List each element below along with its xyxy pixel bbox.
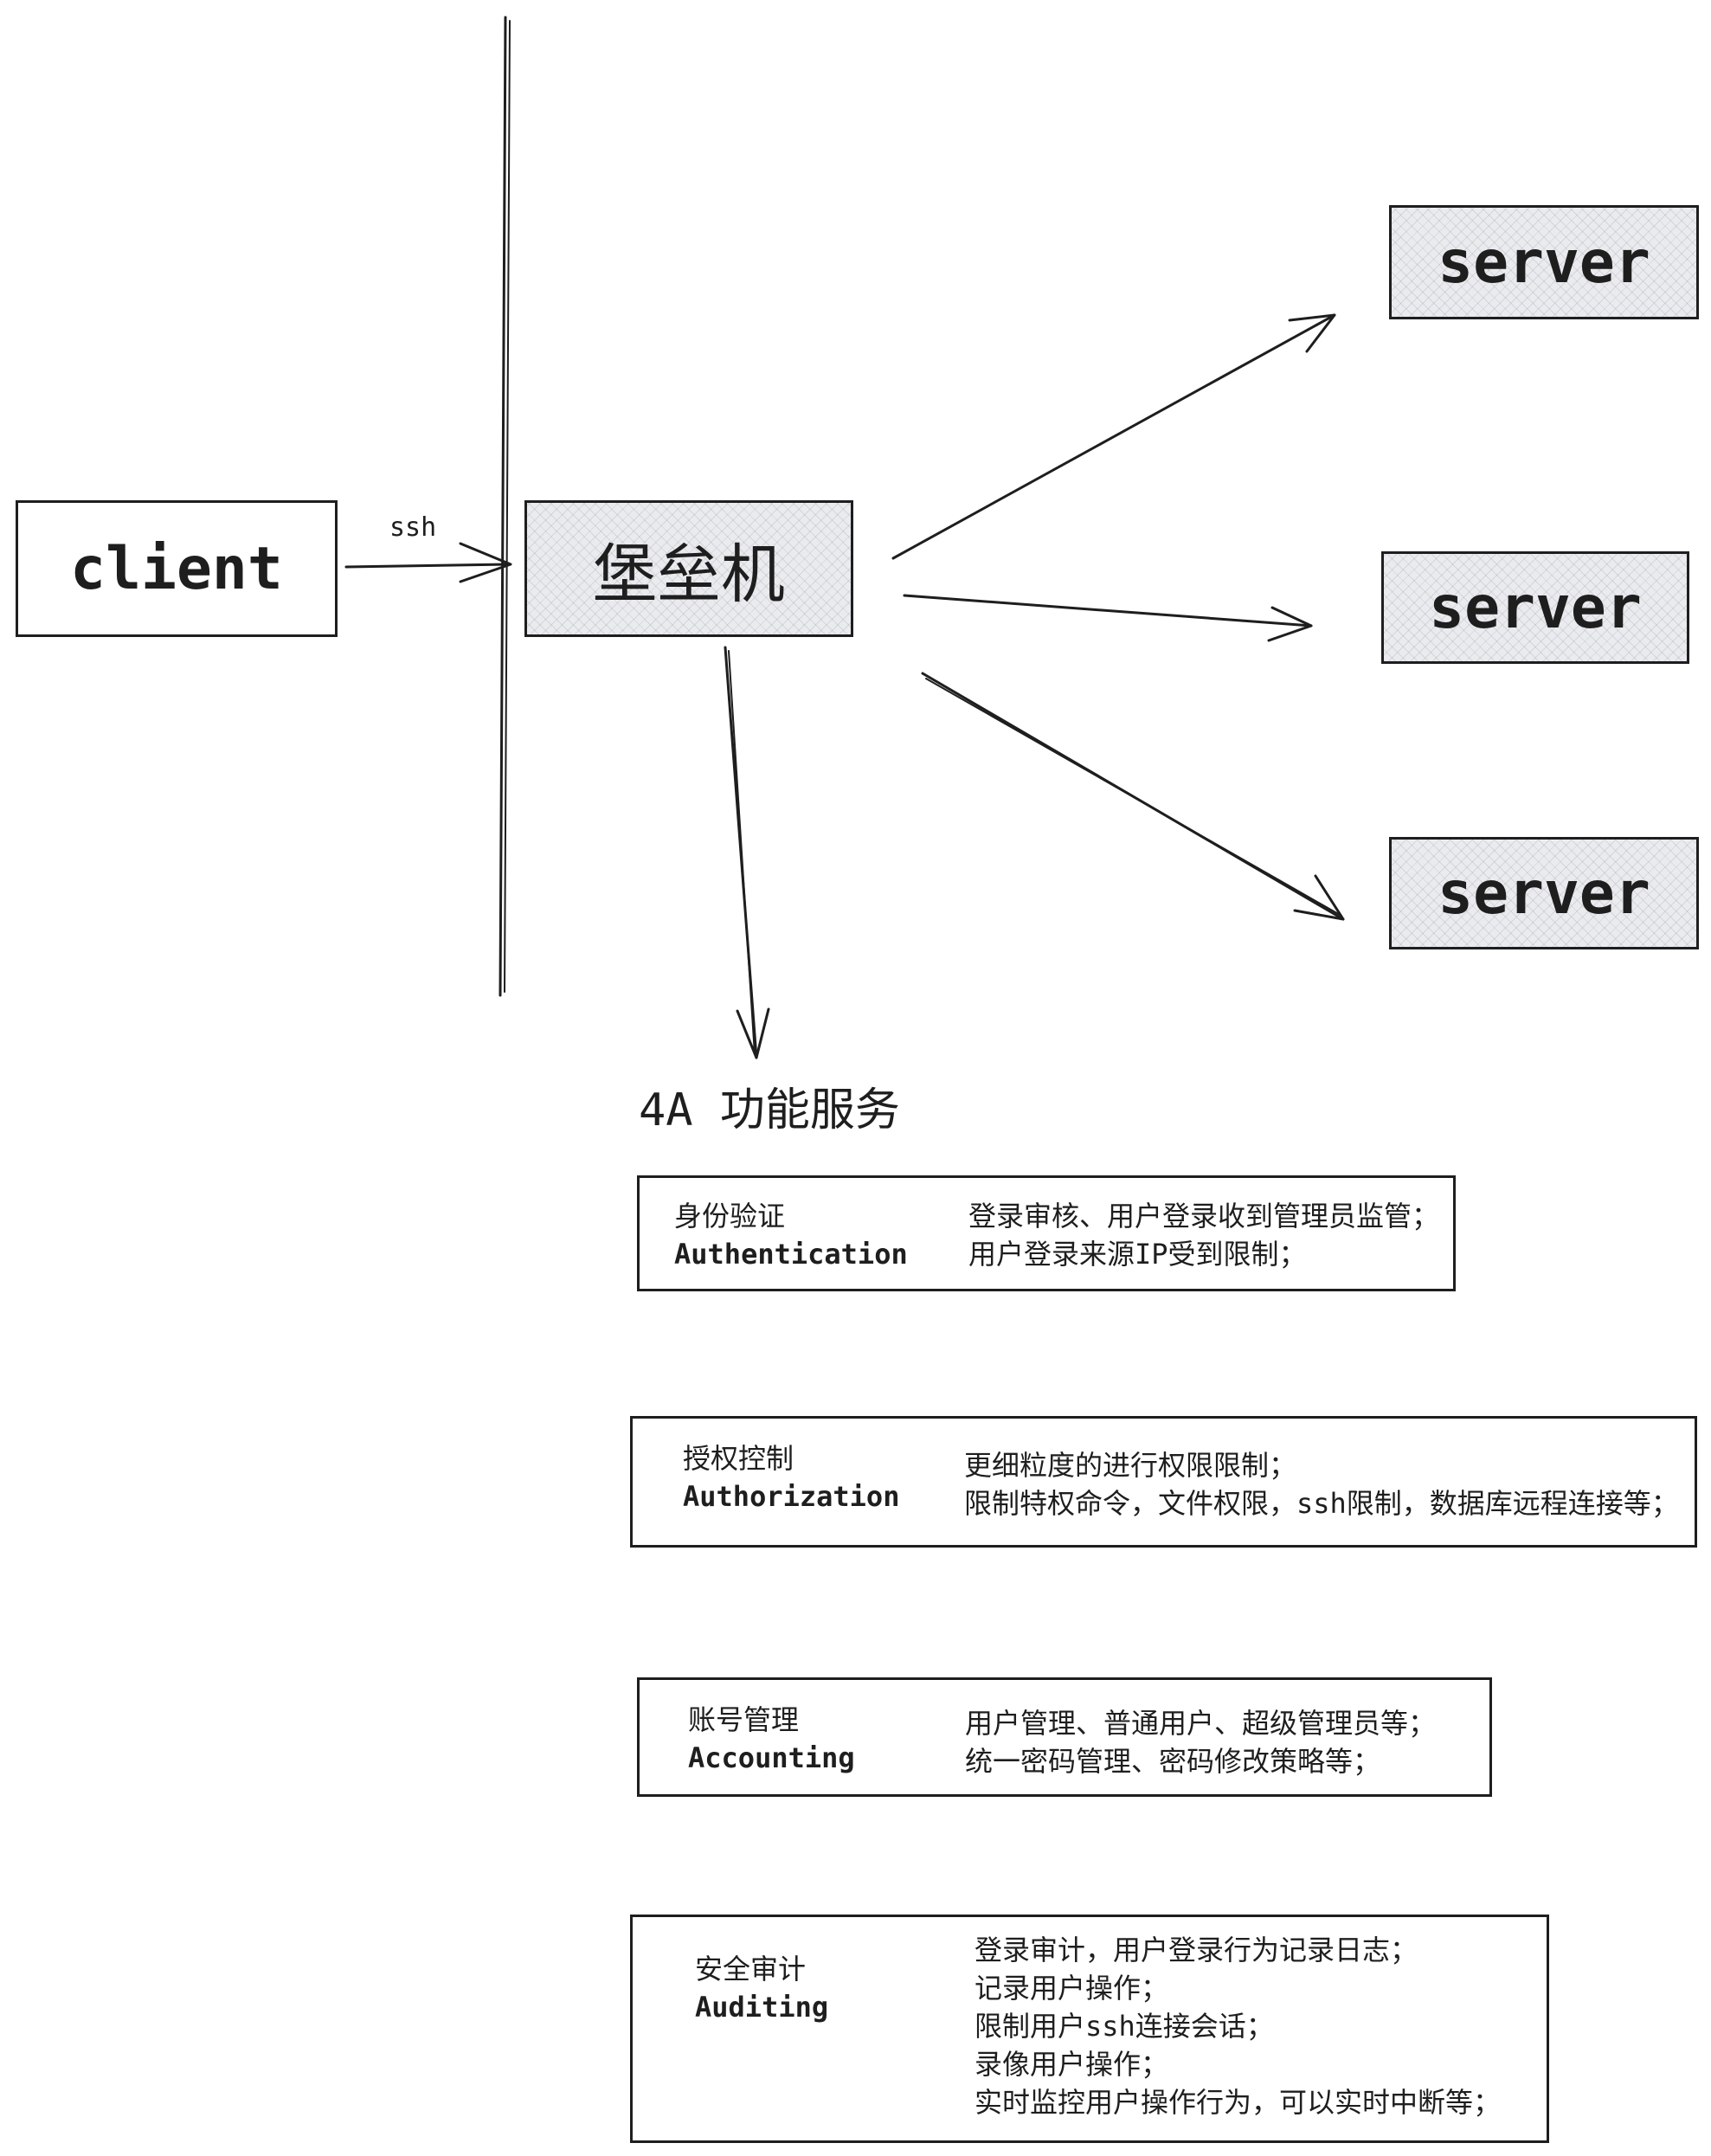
ssh-label: ssh xyxy=(389,512,437,543)
service-description: 登录审核、用户登录收到管理员监管； 用户登录来源IP受到限制； xyxy=(968,1197,1439,1273)
service-desc-line: 用户登录来源IP受到限制； xyxy=(968,1238,1307,1271)
arrow-to-server-3 xyxy=(921,672,1345,921)
arrow-to-server-2 xyxy=(903,594,1313,642)
service-desc-line: 记录用户操作； xyxy=(974,1972,1169,2005)
firewall-line xyxy=(499,16,511,997)
service-name: 授权控制 Authorization xyxy=(683,1439,899,1516)
service-box-authorization: 授权控制 Authorization 更细粒度的进行权限限制； 限制特权命令，文… xyxy=(630,1416,1697,1548)
service-desc-line: 统一密码管理、密码修改策略等； xyxy=(965,1745,1381,1778)
server-node-1: server xyxy=(1389,205,1699,319)
services-title: 4A 功能服务 xyxy=(639,1084,900,1136)
service-desc-line: 登录审计，用户登录行为记录日志； xyxy=(974,1934,1418,1966)
service-name-en: Accounting xyxy=(688,1741,855,1774)
arrow-to-services xyxy=(724,646,770,1059)
service-desc-line: 更细粒度的进行权限限制； xyxy=(964,1449,1297,1482)
service-name-en: Authorization xyxy=(683,1480,900,1513)
arrow-to-server-1 xyxy=(891,313,1336,560)
service-box-accounting: 账号管理 Accounting 用户管理、普通用户、超级管理员等； 统一密码管理… xyxy=(637,1677,1492,1797)
bastion-host-node: 堡垒机 xyxy=(524,500,853,637)
service-name-zh: 账号管理 xyxy=(688,1703,800,1736)
ssh-arrow xyxy=(344,542,512,583)
service-name-en: Authentication xyxy=(674,1238,908,1271)
service-box-auditing: 安全审计 Auditing 登录审计，用户登录行为记录日志； 记录用户操作； 限… xyxy=(630,1915,1549,2143)
service-name-zh: 安全审计 xyxy=(695,1953,807,1985)
client-node: client xyxy=(16,500,338,637)
service-name-zh: 身份验证 xyxy=(674,1200,786,1232)
service-desc-line: 限制用户ssh连接会话； xyxy=(974,2010,1274,2043)
service-desc-line: 限制特权命令，文件权限，ssh限制，数据库远程连接等； xyxy=(964,1487,1679,1520)
service-name: 身份验证 Authentication xyxy=(674,1197,908,1273)
server-label-3: server xyxy=(1438,859,1650,928)
server-label-2: server xyxy=(1429,573,1642,642)
server-node-3: server xyxy=(1389,837,1699,949)
service-description: 用户管理、普通用户、超级管理员等； 统一密码管理、密码修改策略等； xyxy=(965,1704,1436,1780)
service-desc-line: 用户管理、普通用户、超级管理员等； xyxy=(965,1707,1437,1740)
service-desc-line: 录像用户操作； xyxy=(974,2048,1169,2081)
service-name-en: Auditing xyxy=(695,1991,829,2024)
service-box-authentication: 身份验证 Authentication 登录审核、用户登录收到管理员监管； 用户… xyxy=(637,1175,1456,1291)
service-name-zh: 授权控制 xyxy=(683,1442,794,1475)
client-label: client xyxy=(70,534,283,603)
service-desc-line: 实时监控用户操作行为，可以实时中断等； xyxy=(974,2086,1502,2119)
service-description: 登录审计，用户登录行为记录日志； 记录用户操作； 限制用户ssh连接会话； 录像… xyxy=(974,1931,1501,2121)
server-node-2: server xyxy=(1381,551,1689,664)
server-label-1: server xyxy=(1438,228,1650,297)
service-desc-line: 登录审核、用户登录收到管理员监管； xyxy=(968,1200,1440,1232)
bastion-host-label: 堡垒机 xyxy=(593,537,785,612)
service-name: 安全审计 Auditing xyxy=(695,1950,828,2026)
service-description: 更细粒度的进行权限限制； 限制特权命令，文件权限，ssh限制，数据库远程连接等； xyxy=(964,1446,1679,1522)
service-name: 账号管理 Accounting xyxy=(688,1701,855,1777)
